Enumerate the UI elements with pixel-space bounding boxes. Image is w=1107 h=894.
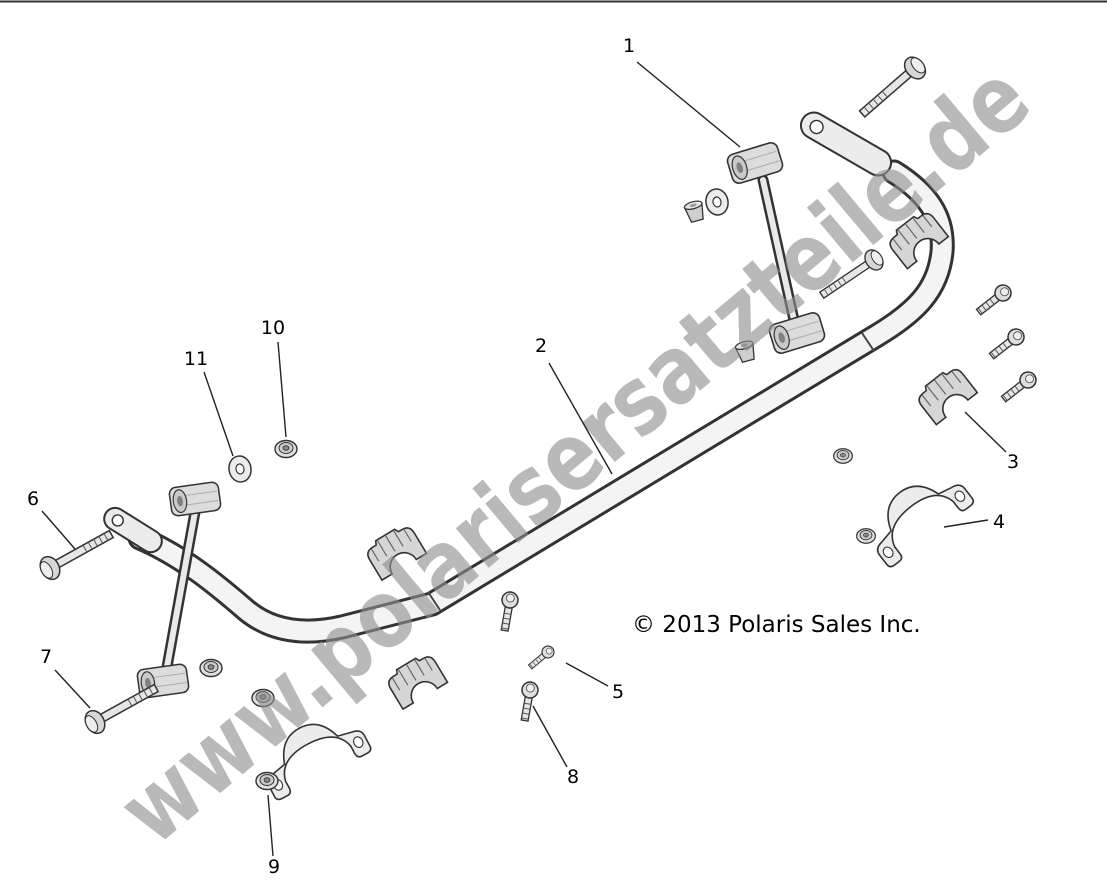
saddle-bracket-right: [856, 458, 976, 570]
callout-8-label: 8: [567, 766, 579, 788]
callout-6-label: 6: [27, 488, 39, 510]
leader-3: [964, 411, 1007, 453]
callout-labels: 1 2 3 4 5 6 7 8 9 10 11: [27, 35, 1019, 878]
callout-9-label: 9: [268, 856, 280, 878]
link-bushing-upper: [167, 480, 223, 518]
bar-joint-tick: [861, 332, 875, 352]
callout-4-label: 4: [993, 511, 1005, 533]
leader-11: [203, 371, 234, 457]
sway-bar-left-arm: [103, 506, 163, 554]
screw-right-1: [972, 281, 1015, 320]
sway-bar-right-arm: [799, 111, 893, 177]
washer-top: [702, 186, 732, 218]
stabilizer-link-left: [135, 480, 223, 700]
bolt-part-7: [80, 676, 163, 738]
callout-3-label: 3: [1007, 451, 1019, 473]
copyright-text: © 2013 Polaris Sales Inc.: [632, 612, 921, 638]
washer-left: [226, 453, 254, 485]
callout-1-label: 1: [623, 35, 635, 57]
callout-11-label: 11: [184, 348, 208, 370]
nut-part-10: [274, 439, 298, 459]
watermark-text: www.polarisersatzteile.de: [99, 43, 1050, 866]
nut-right-lower: [856, 528, 876, 544]
leader-8: [532, 705, 568, 768]
stabilizer-link-top: [724, 140, 828, 356]
leader-6: [41, 510, 76, 550]
bar-joint-tick: [427, 591, 441, 611]
nut-left-upper: [199, 658, 223, 678]
callout-10-label: 10: [261, 317, 285, 339]
callout-7-label: 7: [40, 646, 52, 668]
leader-4: [943, 519, 989, 528]
leader-5: [565, 662, 609, 687]
link-bushing-upper: [724, 140, 786, 186]
leader-10: [277, 341, 287, 438]
screw-right-2: [985, 325, 1028, 364]
screw-right-3: [997, 368, 1040, 407]
bolt-part-6: [35, 522, 118, 584]
leader-1: [636, 61, 741, 148]
leader-9: [267, 794, 274, 857]
screw-part-5: [525, 642, 558, 673]
callout-2-label: 2: [535, 335, 547, 357]
leader-7: [54, 669, 91, 709]
leader-2: [548, 362, 613, 475]
screw-part-8a: [495, 589, 521, 633]
nut-right-upper: [833, 448, 853, 464]
grommet-upper: [682, 198, 707, 224]
leader-lines: [41, 61, 1007, 857]
callout-5-label: 5: [612, 681, 624, 703]
screw-part-8b: [515, 679, 541, 723]
